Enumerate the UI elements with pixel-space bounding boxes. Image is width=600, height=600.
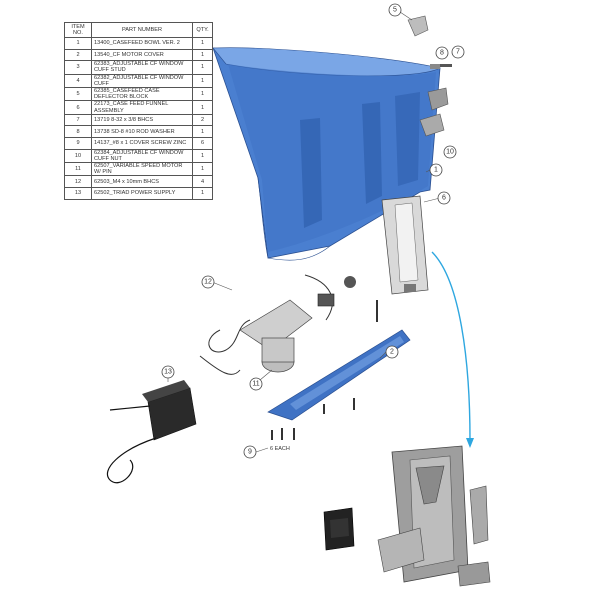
cell-part: 62507_VARIABLE SPEED MOTOR W/ PIN	[91, 161, 193, 177]
cell-item: 7	[64, 113, 92, 127]
cell-qty: 1	[192, 86, 213, 102]
cell-item: 13	[64, 187, 92, 200]
svg-text:6: 6	[442, 195, 446, 202]
cell-part: 14137_#8 x 1 COVER SCREW ZINC	[91, 137, 193, 150]
cell-qty: 1	[192, 48, 213, 62]
cell-item: 11	[64, 161, 92, 177]
cell-item: 8	[64, 125, 92, 138]
detail-arrow	[431, 251, 471, 441]
callout-11: 11	[249, 377, 263, 391]
cell-part: 13738 SD-8 #10 ROD WASHER	[91, 125, 193, 138]
parts-table-header: ITEM NO. PART NUMBER QTY.	[64, 22, 213, 38]
callout-13: 13	[161, 365, 175, 379]
cell-item: 10	[64, 148, 92, 164]
cell-qty: 1	[192, 161, 213, 177]
callout-7: 7	[451, 45, 465, 59]
header-item-no: ITEM NO.	[64, 22, 92, 38]
cell-qty: 1	[192, 148, 213, 164]
header-item-no-text: ITEM NO.	[71, 23, 85, 36]
cell-item: 9	[64, 137, 92, 150]
svg-text:12: 12	[204, 279, 212, 286]
cell-part: 62385_CASEFEED CASE DEFLECTOR BLOCK	[91, 86, 193, 102]
callout-2: 2	[385, 345, 399, 359]
cell-part: 62502_TRIAD POWER SUPPLY	[91, 187, 193, 200]
svg-text:1: 1	[434, 167, 438, 174]
svg-text:11: 11	[252, 381, 259, 388]
cell-item: 5	[64, 86, 92, 102]
svg-text:13: 13	[164, 369, 172, 376]
cell-item: 2	[64, 48, 92, 62]
cell-part: 62382_ADJUSTABLE CF WINDOW CUFF	[91, 73, 193, 89]
cell-part: 22173_CASE FEED FUNNEL ASSEMBLY	[91, 100, 193, 115]
variable-speed-motor	[199, 274, 356, 375]
cell-item: 6	[64, 100, 92, 115]
power-supply-icon	[107, 380, 197, 484]
callout-5: 5	[388, 3, 402, 17]
cell-part: 13540_CF MOTOR COVER	[91, 48, 193, 62]
callout-9: 9	[243, 445, 257, 459]
cell-qty: 4	[192, 175, 213, 188]
deflector-block	[407, 15, 429, 37]
cell-qty: 6	[192, 137, 213, 150]
cell-qty: 1	[192, 37, 213, 50]
cell-qty: 1	[192, 187, 213, 200]
funnel-detail-view	[377, 445, 491, 587]
cell-item: 12	[64, 175, 92, 188]
cell-qty: 2	[192, 113, 213, 127]
cell-part: 62383_ADJUSTABLE CF WINDOW CUFF STUD	[91, 60, 193, 75]
callout-1: 1	[429, 163, 443, 177]
cell-qty: 1	[192, 125, 213, 138]
motor-cover	[267, 329, 411, 421]
cell-qty: 1	[192, 60, 213, 75]
svg-text:2: 2	[390, 349, 394, 356]
svg-text:7: 7	[456, 49, 460, 56]
cell-qty: 1	[192, 73, 213, 89]
svg-text:8: 8	[440, 50, 444, 57]
cell-part: 62384_ADJUSTABLE CF WINDOW CUFF NUT	[91, 148, 193, 164]
cell-item: 1	[64, 37, 92, 50]
svg-text:5: 5	[393, 7, 397, 14]
switch-icon	[323, 507, 355, 551]
cell-qty: 1	[192, 100, 213, 115]
cover-screws	[271, 398, 355, 440]
six-each-label: 6 EACH	[270, 446, 290, 452]
cell-item: 3	[64, 60, 92, 75]
header-part-number: PART NUMBER	[91, 22, 193, 38]
callout-6: 6	[437, 191, 451, 205]
svg-text:10: 10	[446, 149, 454, 156]
header-qty: QTY.	[192, 22, 213, 38]
cell-part: 13400_CASEFEED BOWL VER. 2	[91, 37, 193, 50]
callout-10: 10	[443, 145, 457, 159]
cell-part: 13719 8-32 x 3/8 BHCS	[91, 113, 193, 127]
cell-part: 62503_M4 x 10mm BHCS	[91, 175, 193, 188]
cuff-hardware	[419, 64, 452, 137]
callout-12: 12	[201, 275, 215, 289]
funnel-assembly	[376, 195, 429, 322]
svg-text:9: 9	[248, 449, 252, 456]
callout-8: 8	[435, 46, 449, 60]
detail-arrowhead	[466, 438, 474, 448]
cell-item: 4	[64, 73, 92, 89]
